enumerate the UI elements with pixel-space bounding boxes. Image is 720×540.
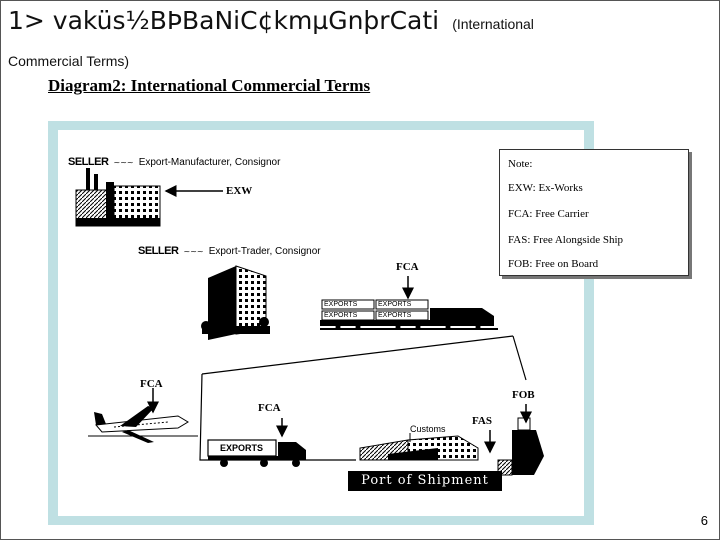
seller-1-role: Export-Manufacturer, Consignor bbox=[138, 157, 281, 168]
note-line-fas: FAS: Free Alongside Ship bbox=[508, 234, 624, 246]
train-icon bbox=[320, 299, 498, 330]
note-box: Note: EXW: Ex-Works FCA: Free Carrier FA… bbox=[499, 149, 689, 276]
wagon-label-3: EXPORTS bbox=[324, 312, 358, 319]
wagon-label-1: EXPORTS bbox=[324, 301, 358, 308]
port-of-shipment-banner: Port of Shipment bbox=[348, 471, 502, 491]
term-fca-rail: FCA bbox=[396, 261, 419, 273]
customs-label: Customs bbox=[410, 424, 446, 434]
note-line-exw: EXW: Ex-Works bbox=[508, 182, 583, 194]
diagram-canvas: SELLER ~~~ Export-Manufacturer, Consigno… bbox=[58, 130, 584, 516]
seller-2: SELLER ~~~ Export-Trader, Consignor bbox=[138, 239, 321, 258]
seller-1-label: SELLER bbox=[68, 156, 109, 168]
term-fob: FOB bbox=[512, 389, 535, 401]
diagram-artwork bbox=[75, 168, 544, 476]
customs-warehouse-icon bbox=[359, 435, 479, 461]
office-building-icon bbox=[201, 265, 270, 340]
diagram-heading: Diagram2: International Commercial Terms bbox=[48, 76, 371, 95]
note-line-fob: FOB: Free on Board bbox=[508, 258, 599, 270]
title-paren-continued: Commercial Terms) bbox=[8, 53, 130, 69]
ship-icon bbox=[497, 417, 544, 476]
seller-1-dash: ~~~ bbox=[113, 158, 134, 167]
slide-title: 1> vaküs½BÞBaNiC¢kmµGnþrCati (Internatio… bbox=[8, 8, 708, 33]
term-fas: FAS bbox=[472, 415, 492, 427]
seller-1: SELLER ~~~ Export-Manufacturer, Consigno… bbox=[68, 150, 280, 169]
port-of-shipment-label: Port of Shipment bbox=[361, 473, 489, 488]
term-fca-air: FCA bbox=[140, 378, 163, 390]
wagon-label-2: EXPORTS bbox=[378, 301, 412, 308]
factory-icon bbox=[75, 168, 161, 227]
diagram-panel: SELLER ~~~ Export-Manufacturer, Consigno… bbox=[48, 121, 689, 525]
term-exw: EXW bbox=[226, 185, 253, 197]
airplane-icon bbox=[88, 406, 198, 443]
truck-label: EXPORTS bbox=[220, 443, 264, 453]
note-title: Note: bbox=[508, 158, 533, 170]
truck-icon bbox=[207, 439, 306, 467]
seller-2-dash: ~~~ bbox=[183, 247, 204, 256]
wagon-label-4: EXPORTS bbox=[378, 312, 412, 319]
page-number: 6 bbox=[700, 513, 708, 528]
title-main: 1> vaküs½BÞBaNiC¢kmµGnþrCati bbox=[8, 6, 440, 35]
note-line-fca: FCA: Free Carrier bbox=[508, 208, 589, 220]
title-paren: (International bbox=[452, 16, 534, 32]
seller-2-role: Export-Trader, Consignor bbox=[208, 246, 321, 257]
term-fca-road: FCA bbox=[258, 402, 281, 414]
seller-2-label: SELLER bbox=[138, 245, 179, 257]
